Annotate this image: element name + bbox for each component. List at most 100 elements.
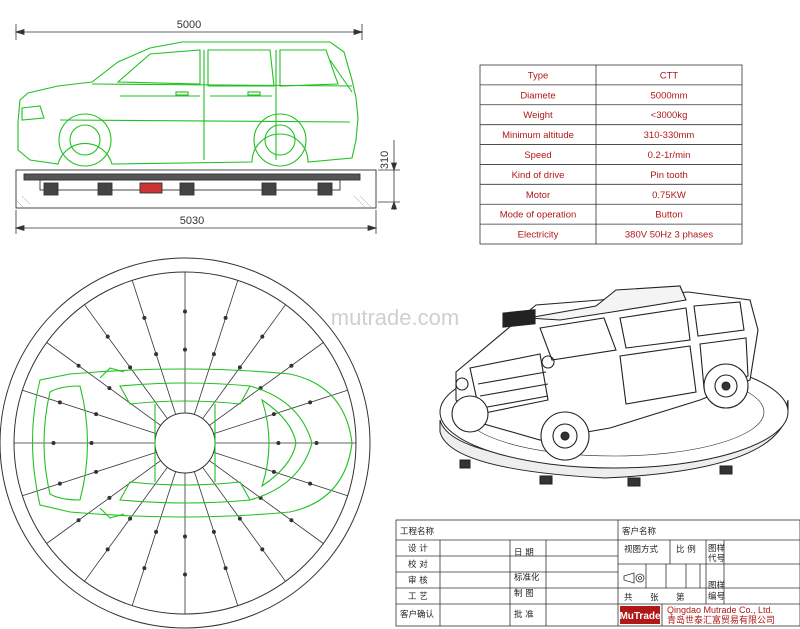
spoke-bolt: [94, 412, 99, 417]
tb-drawing-code-1: 图样: [708, 543, 726, 554]
spoke-bolt: [142, 566, 147, 571]
turntable-spoke: [84, 304, 168, 419]
spoke-bolt: [314, 440, 319, 445]
spoke-bolt: [260, 547, 265, 552]
tb-sheet: 张: [650, 593, 659, 603]
spoke-bolt: [260, 334, 265, 339]
spec-label: Minimum altitude: [502, 130, 574, 141]
tb-standard: 标准化: [514, 572, 540, 583]
turntable-spoke: [22, 389, 157, 435]
spoke-bolt: [271, 412, 276, 417]
tb-project-name: 工程名称: [400, 526, 435, 537]
tb-drawing-no-2: 编号: [708, 591, 725, 602]
spoke-bolt: [57, 400, 62, 405]
spoke-bolt: [211, 352, 216, 357]
spec-value: 310-330mm: [644, 130, 695, 141]
watermark-text: mutrade.com: [331, 305, 459, 330]
spec-value: Pin tooth: [650, 170, 688, 181]
spoke-bolt: [289, 518, 294, 523]
car-top-view: [31, 367, 353, 519]
tb-audit: 审 核: [408, 575, 428, 586]
suv-outline: [17, 41, 359, 167]
spoke-bolt: [223, 315, 228, 320]
spoke-bolt: [308, 400, 313, 405]
spec-value: 5000mm: [651, 90, 688, 101]
spec-label: Type: [528, 70, 549, 81]
spoke-bolt: [107, 386, 112, 391]
projection-symbol-icon: [623, 572, 645, 584]
title-block: MuTrade 工程名称 客户名称 设 计 校 对 审 核 工 艺 客户确认 日…: [395, 519, 800, 627]
turntable-spoke: [84, 467, 168, 582]
turntable-spoke: [213, 451, 348, 497]
spec-value: CTT: [660, 70, 679, 81]
turntable-base-side: [15, 169, 377, 209]
spoke-bolt: [89, 440, 94, 445]
spec-value: 0.2-1r/min: [648, 150, 691, 161]
spoke-bolt: [182, 572, 187, 577]
turntable-outer-ring: [0, 257, 371, 629]
tb-check: 校 对: [408, 559, 428, 570]
spoke-bolt: [154, 529, 159, 534]
spoke-bolt: [128, 516, 133, 521]
turntable-spoke: [131, 280, 177, 415]
tb-drawing-code-2: 代号: [708, 553, 725, 564]
spoke-bolt: [107, 495, 112, 500]
tb-approve: 批 准: [514, 609, 534, 620]
turntable-spoke: [46, 342, 161, 426]
spoke-bolt: [276, 440, 281, 445]
tb-total: 共: [624, 593, 633, 603]
turntable-spoke: [209, 342, 324, 426]
spoke-bolt: [51, 440, 56, 445]
spoke-bolt: [57, 481, 62, 486]
isometric-view: [439, 285, 789, 487]
turntable-spoke: [131, 471, 177, 606]
dimension-bottom-label: 5030: [180, 215, 204, 227]
spec-value: 0.75KW: [652, 190, 686, 201]
spoke-bolt: [237, 365, 242, 370]
military-vehicle-iso: [451, 285, 759, 461]
turntable-spoke: [213, 389, 348, 435]
dimension-side: [378, 140, 400, 210]
turntable-spoke: [202, 467, 286, 582]
tb-view-method: 视图方式: [624, 544, 659, 555]
tb-company-cn: 青岛世泰汇富贸易有限公司: [667, 614, 775, 626]
spoke-bolt: [76, 363, 81, 368]
turntable-spoke: [193, 471, 239, 606]
spoke-bolt: [94, 469, 99, 474]
spec-label: Weight: [523, 110, 553, 121]
spec-label: Mode of operation: [500, 210, 577, 221]
spoke-bolt: [105, 334, 110, 339]
tb-drawing: 制 图: [514, 588, 534, 599]
spec-label: Kind of drive: [512, 170, 565, 181]
spoke-bolt: [154, 352, 159, 357]
tb-craft: 工 艺: [408, 592, 428, 602]
spec-value: 380V 50Hz 3 phases: [625, 230, 713, 241]
spec-label: Diamete: [520, 90, 555, 101]
spec-value: <3000kg: [651, 110, 688, 121]
tb-customer-name: 客户名称: [622, 526, 657, 537]
spoke-bolt: [76, 518, 81, 523]
turntable-spokes: [14, 272, 356, 614]
spoke-bolt: [105, 547, 110, 552]
spoke-bolt: [182, 534, 187, 539]
spec-value: Button: [655, 210, 682, 221]
side-elevation: 5000: [14, 19, 400, 234]
spoke-bolt: [223, 566, 228, 571]
tb-design: 设 计: [408, 543, 428, 554]
spoke-bolt: [308, 481, 313, 486]
spoke-bolt: [142, 315, 147, 320]
tb-scale: 比 例: [676, 544, 696, 555]
dimension-top: [14, 24, 364, 40]
dimension-bottom: [14, 210, 378, 234]
spec-label: Motor: [526, 190, 550, 201]
dimension-top-label: 5000: [177, 19, 201, 31]
tb-drawing-no-1: 图样: [708, 580, 726, 591]
tb-number: 第: [676, 592, 685, 603]
spoke-bolt: [128, 365, 133, 370]
plan-view: [0, 257, 371, 629]
turntable-spoke: [209, 460, 324, 544]
spoke-bolt: [182, 347, 187, 352]
spoke-bolt: [271, 469, 276, 474]
turntable-spoke: [22, 451, 157, 497]
